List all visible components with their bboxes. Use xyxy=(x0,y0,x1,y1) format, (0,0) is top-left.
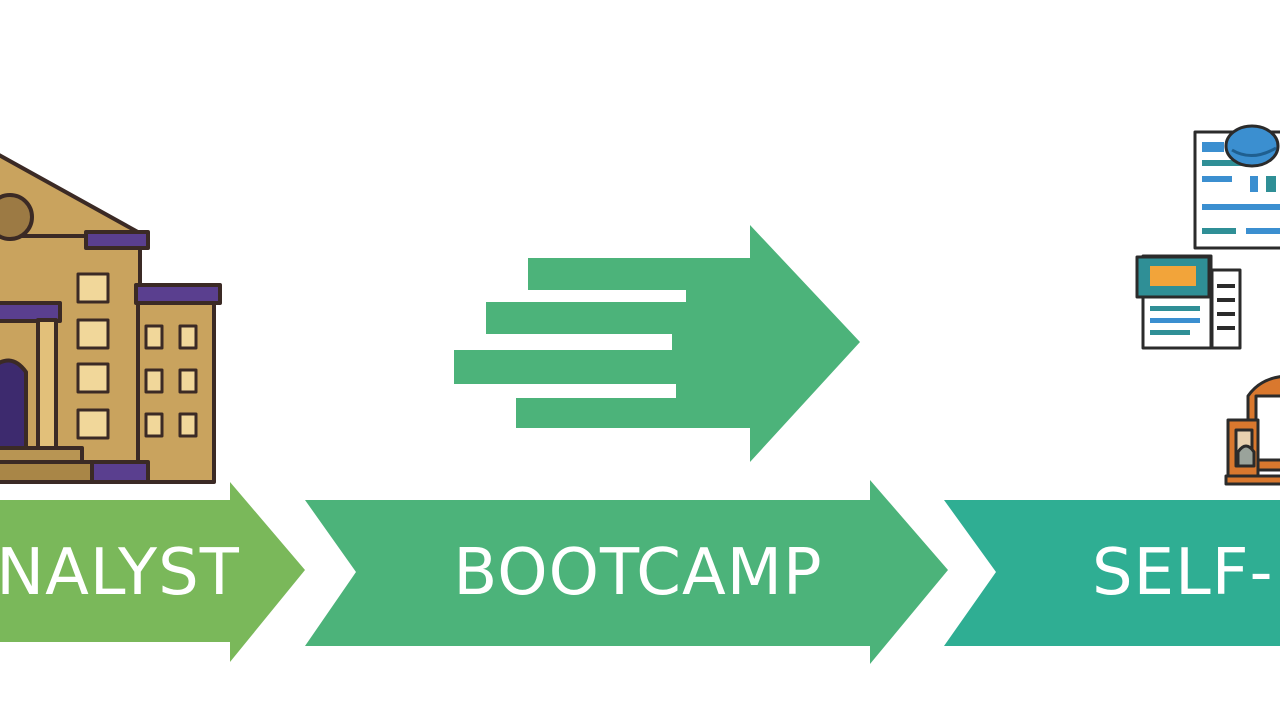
step-arrow-1: NALYST xyxy=(0,482,305,662)
web-documents-icon xyxy=(1135,124,1280,350)
step-label-2: BOOTCAMP xyxy=(453,536,822,610)
university-building-icon xyxy=(0,153,222,484)
step-label-3: SELF- xyxy=(1092,536,1274,610)
laptop-icon xyxy=(1224,375,1280,486)
step-arrow-3: SELF- xyxy=(944,500,1280,646)
step-arrow-2: BOOTCAMP xyxy=(305,480,948,664)
step-label-1: NALYST xyxy=(0,536,240,610)
speed-arrow-icon xyxy=(454,225,860,462)
